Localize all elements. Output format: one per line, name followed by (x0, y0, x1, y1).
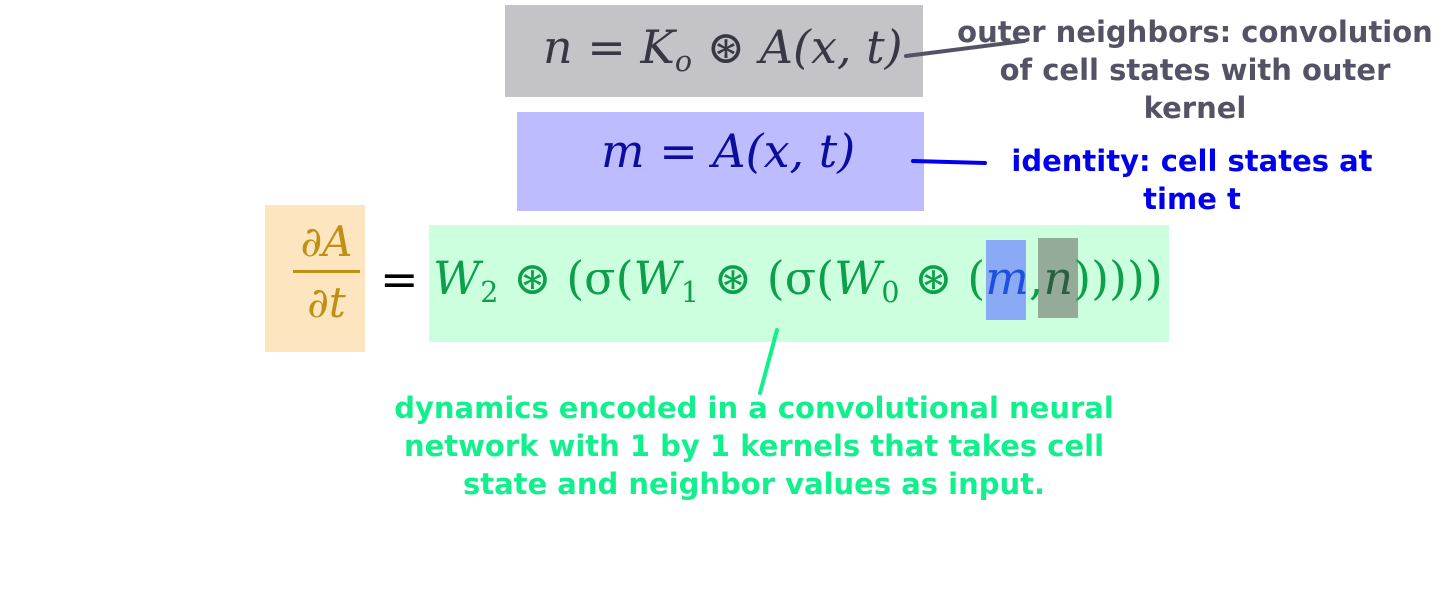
identity-leader (911, 159, 987, 165)
identity-box (517, 112, 924, 211)
outer-neighbors-equation: n = Ko ⊛ A(x, t) (543, 20, 903, 78)
dynamics-annotation: dynamics encoded in a convolutional neur… (394, 391, 1114, 501)
time-derivative-box (265, 205, 365, 352)
outer-neighbors-leader (904, 39, 1026, 58)
m-argument: m (985, 251, 1029, 305)
m-argument-highlight (986, 240, 1026, 320)
n-argument-highlight (1038, 238, 1078, 318)
outer-neighbors-box (505, 5, 923, 97)
time-derivative-fraction: ∂A ∂t (293, 218, 360, 327)
network-equation: W2 ⊛ (σ(W1 ⊛ (σ(W0 ⊛ (m,n))))) (433, 251, 1163, 309)
outer-neighbors-annotation: outer neighbors: convolution of cell sta… (957, 15, 1433, 125)
equals-sign: = (380, 252, 419, 306)
identity-equation: m = A(x, t) (601, 124, 856, 178)
fraction-numerator: ∂A (300, 217, 353, 266)
n-argument: n (1043, 251, 1074, 305)
identity-annotation: identity: cell states at time t (1011, 144, 1373, 216)
fraction-bar (293, 270, 360, 273)
fraction-denominator: ∂t (307, 278, 346, 327)
dynamics-leader (758, 328, 779, 395)
